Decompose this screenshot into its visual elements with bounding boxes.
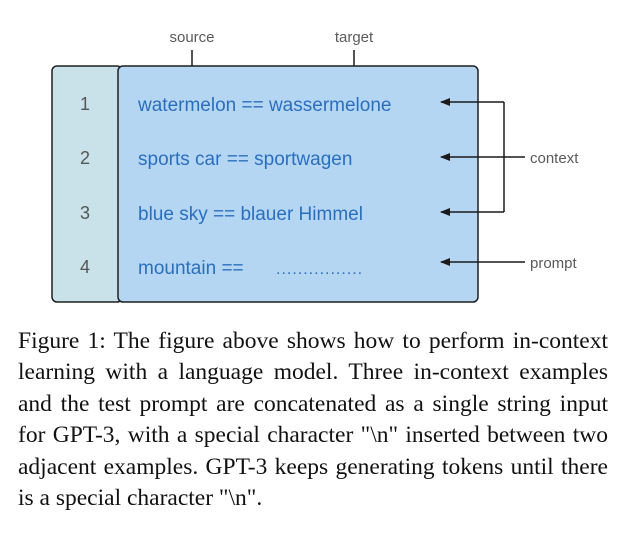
example-text-2: sports car == sportwagen (138, 149, 352, 170)
row-number-3: 3 (80, 203, 90, 223)
target-label: target (335, 29, 374, 46)
example-text-1: watermelon == wassermelone (137, 95, 391, 116)
example-text-3: blue sky == blauer Himmel (138, 204, 363, 225)
row-number-1: 1 (80, 94, 90, 114)
context-label: context (530, 150, 579, 167)
row-number-4: 4 (80, 257, 90, 277)
row-number-2: 2 (80, 148, 90, 168)
prompt-blank: ................ (276, 261, 363, 278)
caption-lead: Figure 1: (18, 328, 106, 354)
caption-text: The figure above shows how to perform in… (18, 328, 608, 512)
source-label: source (169, 29, 214, 46)
figure-caption: Figure 1: The figure above shows how to … (18, 326, 608, 514)
prompt-label: prompt (530, 255, 578, 272)
in-context-learning-figure: source target 1 2 3 4 watermelon == wass… (51, 29, 579, 303)
examples-panel (117, 65, 479, 303)
prompt-text: mountain == (138, 258, 244, 279)
